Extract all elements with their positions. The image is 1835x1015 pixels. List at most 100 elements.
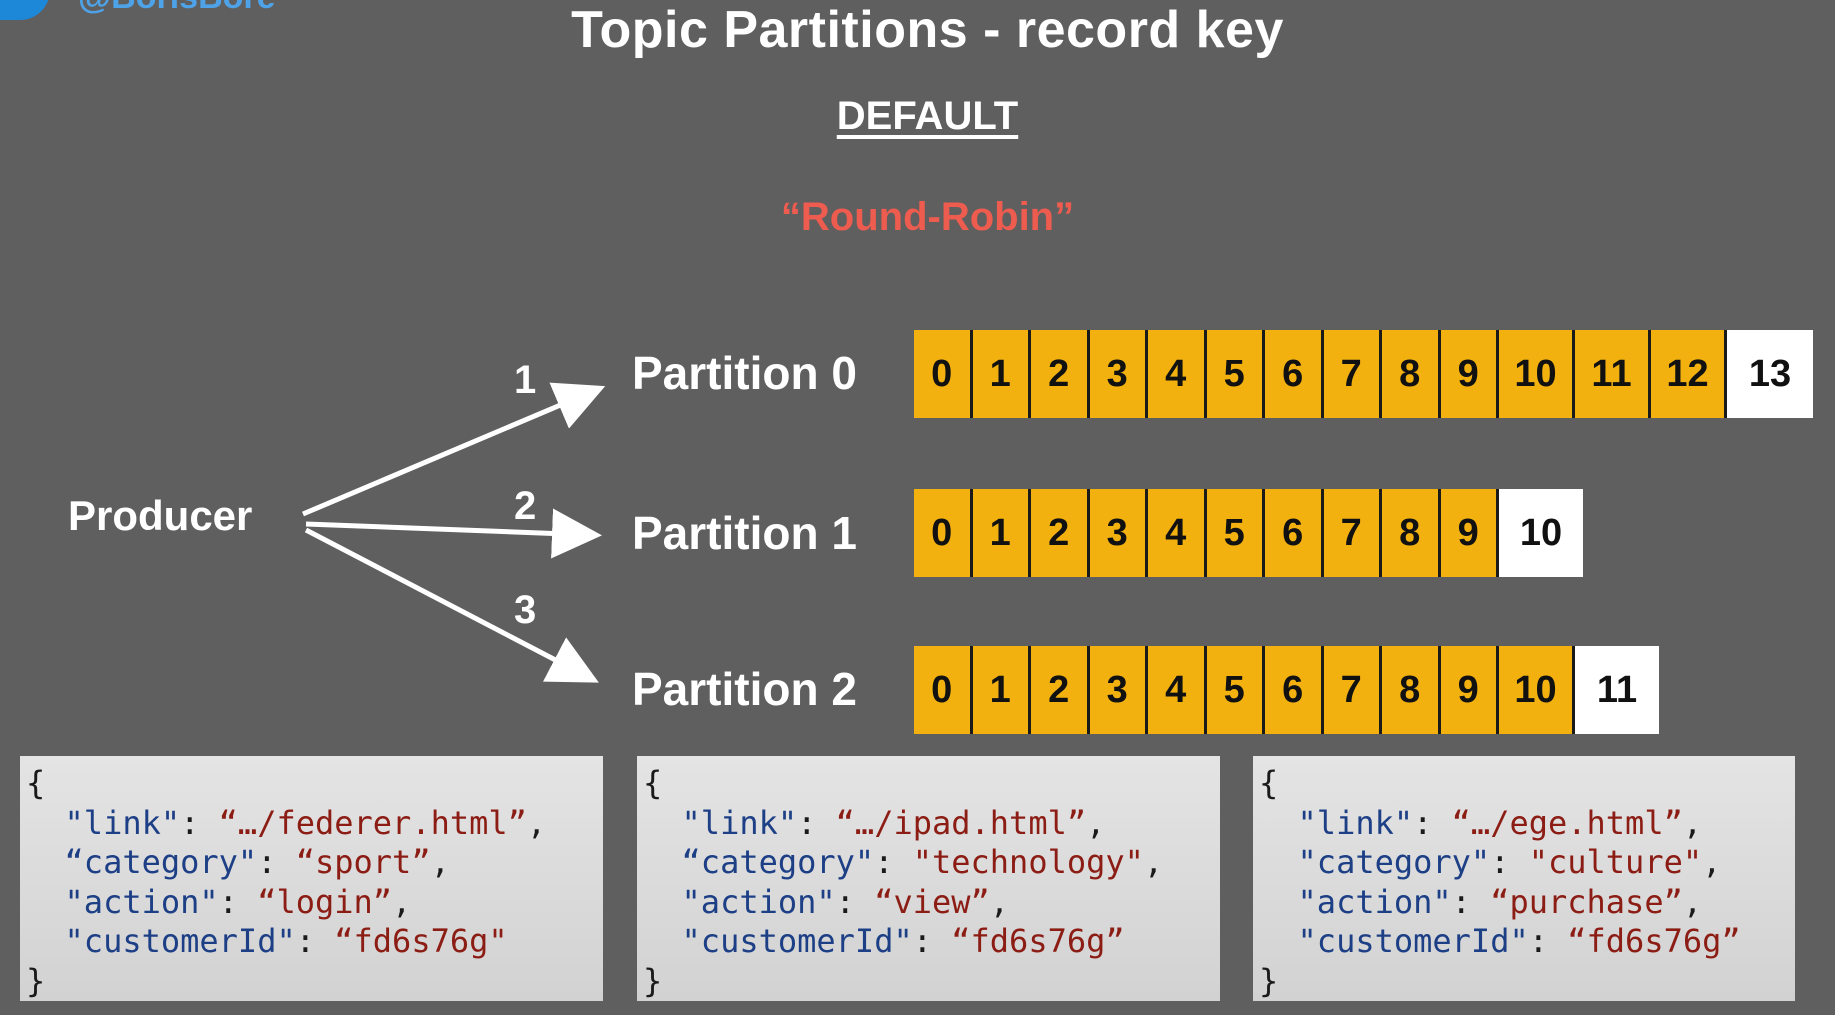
offset-cell: 5	[1206, 489, 1265, 577]
offset-cell: 7	[1323, 489, 1382, 577]
json-key: "link"	[1297, 803, 1414, 842]
json-field: “category": “sport”,	[64, 843, 450, 881]
json-value: “…/ege.html”	[1451, 803, 1683, 842]
offset-cell: 1	[972, 330, 1031, 418]
json-key: “category"	[681, 843, 875, 881]
offset-cell: 4	[1148, 646, 1207, 734]
offset-cell: 1	[972, 489, 1031, 577]
offset-cell: 11	[1575, 330, 1651, 418]
json-comma: ,	[430, 843, 450, 881]
json-key: "action"	[64, 882, 219, 921]
offset-cell: 6	[1265, 646, 1324, 734]
offset-cell: 0	[914, 646, 973, 734]
json-value: “login”	[257, 882, 393, 921]
json-comma: ,	[1143, 843, 1164, 881]
json-value: "technology"	[912, 843, 1144, 881]
json-comma: ,	[1682, 882, 1703, 921]
json-field: "action": “purchase”,	[1297, 882, 1703, 921]
offset-cell: 6	[1265, 489, 1324, 577]
json-value: "culture"	[1528, 843, 1703, 881]
offset-cell: 3	[1089, 330, 1148, 418]
offset-cell: 9	[1440, 330, 1499, 418]
json-comma: ,	[1702, 843, 1722, 881]
json-value: “…/federer.html”	[218, 803, 527, 842]
arrow-label-1: 1	[514, 358, 537, 402]
channel-handle: @BorisBore	[78, 0, 276, 17]
json-value: “…/ipad.html”	[835, 803, 1087, 842]
json-key: "customerId"	[1297, 922, 1529, 960]
offset-cell: 8	[1382, 646, 1441, 734]
offset-cell: 3	[1089, 489, 1148, 577]
offset-cell: 8	[1382, 330, 1441, 418]
json-key: "action"	[681, 882, 836, 921]
slide-title: Topic Partitions - record key	[571, 1, 1284, 59]
json-key: “category"	[64, 843, 258, 881]
json-key: "customerId"	[681, 922, 913, 960]
json-field: "action": “view”,	[681, 882, 1010, 921]
offset-cell: 1	[972, 646, 1031, 734]
json-key: "link"	[681, 803, 798, 842]
offset-cell: 4	[1148, 489, 1207, 577]
json-comma: ,	[392, 882, 412, 921]
next-offset-cell: 13	[1727, 330, 1813, 418]
arrow-to-partition-2	[304, 527, 599, 683]
offset-cell: 5	[1206, 646, 1265, 734]
offset-cell: 8	[1382, 489, 1441, 577]
json-value: “view”	[874, 882, 990, 921]
offset-cell: 7	[1323, 646, 1382, 734]
slide-subtitle: DEFAULT	[836, 94, 1019, 138]
offset-cell: 2	[1031, 489, 1090, 577]
arrow-to-partition-1	[305, 508, 602, 559]
json-field: "link": “…/ipad.html”,	[681, 803, 1106, 842]
json-field: "link": “…/ege.html”,	[1297, 803, 1703, 842]
offset-cell: 2	[1031, 646, 1090, 734]
offset-cell: 0	[914, 330, 973, 418]
json-value: “fd6s76g”	[1567, 922, 1741, 960]
json-open-brace: {	[26, 764, 46, 802]
offset-cell: 9	[1440, 489, 1499, 577]
offset-cell: 7	[1323, 330, 1382, 418]
json-value: “fd6s76g”	[951, 922, 1125, 960]
partition-0-label: Partition 0	[632, 347, 857, 399]
next-offset-cell: 10	[1499, 489, 1583, 577]
offset-cell: 10	[1499, 646, 1575, 734]
json-field: "customerId": “fd6s76g”	[1297, 922, 1741, 960]
json-comma: ,	[526, 803, 547, 842]
arrow-to-partition-0	[302, 382, 606, 517]
offset-cell: 4	[1148, 330, 1207, 418]
json-value: “sport”	[295, 843, 431, 881]
strategy-label: “Round-Robin”	[780, 195, 1075, 239]
json-comma: ,	[1086, 803, 1106, 842]
json-field: "customerId": “fd6s76g"	[64, 922, 508, 960]
json-comma: ,	[989, 882, 1010, 921]
json-close-brace: }	[1259, 961, 1279, 1000]
json-field: "customerId": “fd6s76g”	[681, 922, 1125, 960]
json-key: "category"	[1297, 843, 1491, 881]
json-field: "link": “…/federer.html”,	[64, 803, 547, 842]
record-json-2: { "link": “…/ege.html”, "category": "cul…	[1253, 756, 1795, 1001]
offset-cell: 6	[1265, 330, 1324, 418]
json-comma: ,	[1682, 803, 1703, 842]
partition-1-label: Partition 1	[632, 507, 857, 559]
offset-cell: 2	[1031, 330, 1090, 418]
offset-cell: 5	[1206, 330, 1265, 418]
json-key: "link"	[64, 803, 181, 842]
json-key: "action"	[1297, 882, 1452, 921]
arrow-label-2: 2	[514, 484, 537, 528]
offset-cell: 9	[1440, 646, 1499, 734]
json-value: “purchase”	[1490, 882, 1683, 921]
record-json-1: { "link": “…/ipad.html”, “category": "te…	[637, 756, 1220, 1001]
arrow-label-3: 3	[514, 588, 537, 632]
json-close-brace: }	[643, 961, 663, 1000]
next-offset-cell: 11	[1575, 646, 1659, 734]
json-field: "action": “login”,	[64, 882, 412, 921]
json-open-brace: {	[643, 764, 663, 802]
offset-cell: 12	[1651, 330, 1727, 418]
json-field: "category": "culture",	[1297, 843, 1722, 881]
offset-cell: 3	[1089, 646, 1148, 734]
record-json-0: { "link": “…/federer.html”, “category": …	[20, 756, 603, 1001]
